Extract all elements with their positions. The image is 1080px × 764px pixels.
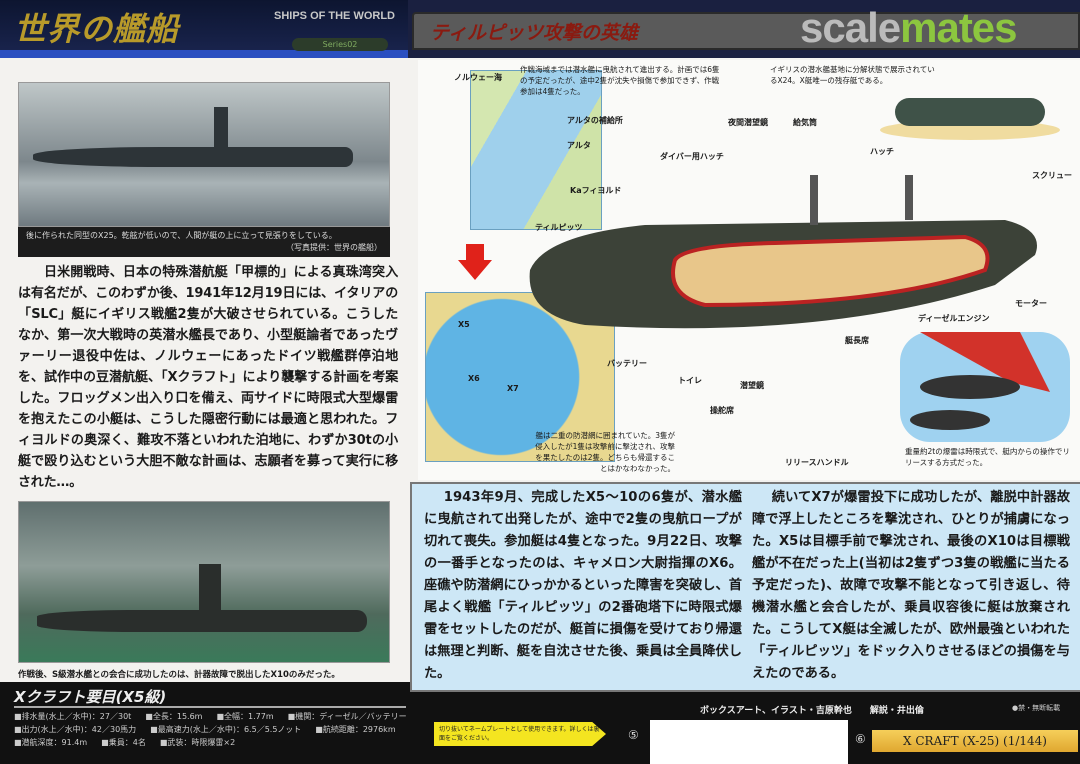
series-subtitle: SHIPS OF THE WORLD <box>274 10 395 22</box>
spec-item: ■最高速力(水上／水中)：6.5／5.5ノット <box>150 725 302 734</box>
map-label: ノルウェー海 <box>454 73 502 82</box>
spec-item: ■武装：時限爆雷×2 <box>159 738 236 747</box>
charge-release-illustration <box>900 332 1070 442</box>
charge-note: 重量約2tの爆雷は時限式で、艇内からの操作でリリースする方式だった。 <box>905 447 1070 467</box>
credits: ボックスアート、イラスト・吉原幹也 解説・井出倫 <box>700 706 924 716</box>
map-label: アルタの補給所 <box>567 116 623 125</box>
blank-area <box>650 720 848 764</box>
fjord-map <box>470 70 602 230</box>
caption-text: 後に作られた同型のX25。乾舷が低いので、人間が艇の上に立って見張りをしている。 <box>26 231 337 240</box>
watermark-logo: scalemates <box>800 4 1018 51</box>
tow-note: 作戦海域までは潜水艦に曳航されて進出する。計画では6隻の予定だったが、途中2隻が… <box>520 65 720 96</box>
part-label: 操舵席 <box>710 406 734 415</box>
series-header <box>0 0 408 58</box>
series-number: Series02 <box>292 38 388 51</box>
red-arrow-icon <box>458 244 492 280</box>
spec-item: ■全幅：1.77m <box>216 712 274 721</box>
part-label: ディーゼルエンジン <box>918 314 990 323</box>
part-label: 潜望鏡 <box>740 381 764 390</box>
spec-item: ■全長：15.6m <box>145 712 203 721</box>
spec-item: ■機関：ディーゼル／バッテリー <box>287 712 407 721</box>
map-label: X6 <box>468 374 480 383</box>
part-label: バッテリー <box>607 359 647 368</box>
photo-credit: （写真提供：世界の艦船） <box>286 243 382 252</box>
part-label: スクリュー <box>1032 171 1072 180</box>
painting-caption: 作戦後、S級潜水艦との会合に成功したのは、計器故障で脱出したX10のみだった。 <box>18 670 340 680</box>
nameplate: X CRAFT (X-25) (1/144) <box>872 730 1078 752</box>
article-title: ティルピッツ攻撃の英雄 <box>430 22 638 44</box>
part-label: ハッチ <box>870 147 894 156</box>
photo-caption: 後に作られた同型のX25。乾舷が低いので、人間が艇の上に立って見張りをしている。… <box>18 227 390 257</box>
x25-photo <box>18 82 390 227</box>
x24-note: イギリスの潜水艦基地に分解状態で展示されているX24。X艇唯一の残存艇である。 <box>770 65 935 85</box>
series-title: 世界の艦船 <box>14 10 180 48</box>
part-label: 艇長席 <box>845 336 869 345</box>
submarine-cutaway <box>529 175 1037 329</box>
main-text-box <box>410 482 1080 692</box>
spec-list: ■排水量(水上／水中)：27／30t ■全長：15.6m ■全幅：1.77m ■… <box>14 710 409 749</box>
part-label: モーター <box>1015 299 1047 308</box>
map-label: ティルピッツ <box>535 223 583 232</box>
map-label: X7 <box>507 384 519 393</box>
map-label: Kaフィヨルド <box>570 186 622 195</box>
page-number: ⑤ <box>628 728 639 742</box>
intro-text: 日米開戦時、日本の特殊潜航艇「甲標的」による真珠湾突入は有名だが、このわずか後、… <box>18 265 398 490</box>
part-label: ダイバー用ハッチ <box>660 152 724 161</box>
x10-painting <box>18 501 390 663</box>
net-note: 艦は二重の防潜網に囲まれていた。3隻が侵入したが1隻は攻撃前に撃沈され、攻撃を果… <box>535 431 675 473</box>
main-text-col1: 1943年9月、完成したX5～10の6隻が、潜水艦に曳航されて出発したが、途中で… <box>424 490 742 681</box>
part-label: 給気筒 <box>793 118 817 127</box>
part-label: 夜間潜望鏡 <box>728 118 768 127</box>
spec-item: ■潜航深度：91.4m <box>14 738 88 747</box>
spec-item: ■乗員：4名 <box>101 738 146 747</box>
part-label: リリースハンドル <box>785 458 849 467</box>
x24-museum-sub <box>880 98 1060 140</box>
main-text-col2: 続いてX7が爆雷投下に成功したが、離脱中計器故障で浮上したところを撃沈され、ひと… <box>752 490 1070 681</box>
map-label: アルタ <box>567 141 591 150</box>
left-column: 日米開戦時、日本の特殊潜航艇「甲標的」による真珠湾突入は有名だが、このわずか後、… <box>18 262 398 680</box>
spec-item: ■出力(水上／水中)：42／30馬力 <box>14 725 137 734</box>
footer-bar-left <box>0 682 410 764</box>
spec-item: ■排水量(水上／水中)：27／30t <box>14 712 132 721</box>
map-label: X5 <box>458 320 470 329</box>
divider <box>14 706 406 708</box>
copyright-note: ●禁・無断転載 <box>1012 704 1061 712</box>
article-header <box>408 0 1080 58</box>
part-label: トイレ <box>678 376 702 385</box>
page-number: ⑥ <box>855 732 866 746</box>
nameplate-note: 切り抜いてネームプレートとして使用できます。詳しくは裏面をご覧ください。 <box>434 722 606 746</box>
spec-title: Xクラフト要目(X5級) <box>14 688 167 706</box>
spec-item: ■航続距離：2976km <box>315 725 396 734</box>
